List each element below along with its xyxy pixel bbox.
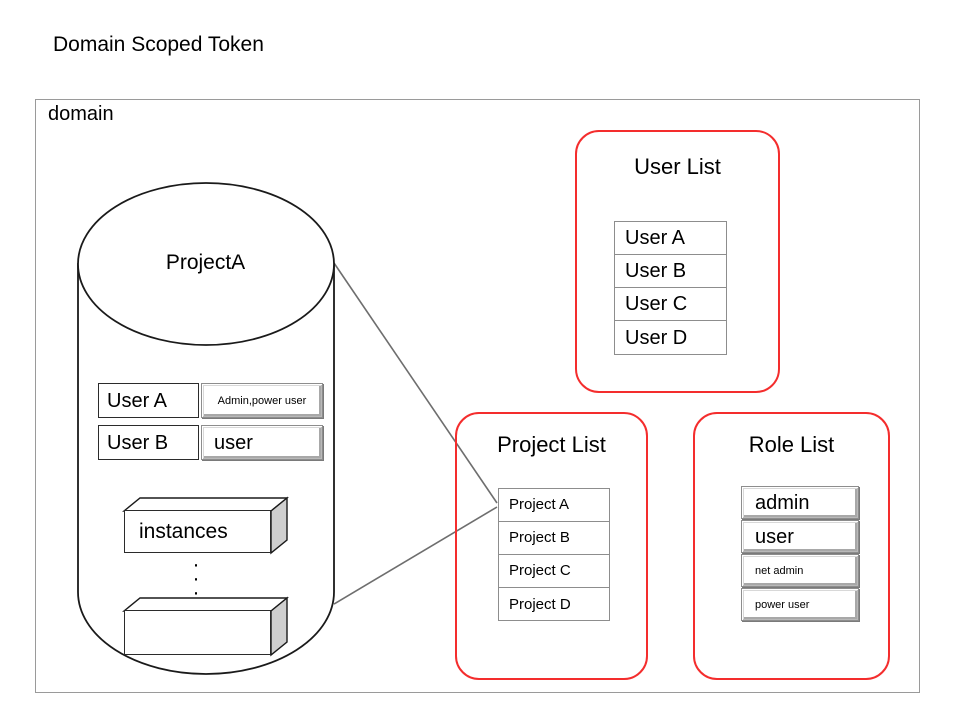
list-item[interactable]: User D xyxy=(625,326,688,349)
page-title: Domain Scoped Token xyxy=(53,33,264,56)
role-list-title: Role List xyxy=(748,432,835,457)
cylinder-user-row[interactable]: User A Admin,power user xyxy=(98,383,326,418)
role-list-panel: Role List xyxy=(693,412,890,680)
role-item[interactable]: user xyxy=(741,520,859,553)
domain-label: domain xyxy=(48,103,114,125)
list-item[interactable]: Project D xyxy=(509,595,571,613)
cylinder-label: ProjectA xyxy=(165,251,246,274)
project-list-table: Project A Project B Project C Project D xyxy=(498,488,610,621)
user-list-panel: User List xyxy=(575,130,780,393)
list-item[interactable]: Project A xyxy=(499,489,609,522)
role-list-table: admin user net admin power user xyxy=(741,486,859,621)
instances-box-label: instances xyxy=(124,510,271,553)
cylinder-user-name: User B xyxy=(98,425,199,460)
user-list-table: User A User B User C User D xyxy=(614,221,727,355)
ellipsis-dot: · xyxy=(192,567,200,590)
user-list-title: User List xyxy=(634,154,721,179)
role-item[interactable]: net admin xyxy=(741,554,859,587)
project-list-panel: Project List xyxy=(455,412,648,680)
role-item[interactable]: admin xyxy=(741,486,859,519)
list-item[interactable]: Project C xyxy=(499,555,609,588)
list-item[interactable]: User A xyxy=(615,222,726,255)
empty-instance-box[interactable] xyxy=(124,598,287,655)
list-item[interactable]: User B xyxy=(615,255,726,288)
cylinder-user-roles[interactable]: user xyxy=(201,425,323,460)
role-item[interactable]: power user xyxy=(741,588,859,621)
cylinder-user-roles[interactable]: Admin,power user xyxy=(201,383,323,418)
ellipsis-dot: · xyxy=(192,581,200,604)
list-item[interactable]: User C xyxy=(615,288,726,321)
cylinder-user-name: User A xyxy=(98,383,199,418)
cylinder-user-row[interactable]: User B user xyxy=(98,425,326,460)
project-list-title: Project List xyxy=(497,432,606,457)
ellipsis-dots: · · · xyxy=(180,553,212,604)
empty-instance-box-label xyxy=(124,610,271,655)
list-item[interactable]: Project B xyxy=(499,522,609,555)
ellipsis-dot: · xyxy=(192,553,200,576)
instances-box[interactable]: instances xyxy=(124,498,287,553)
